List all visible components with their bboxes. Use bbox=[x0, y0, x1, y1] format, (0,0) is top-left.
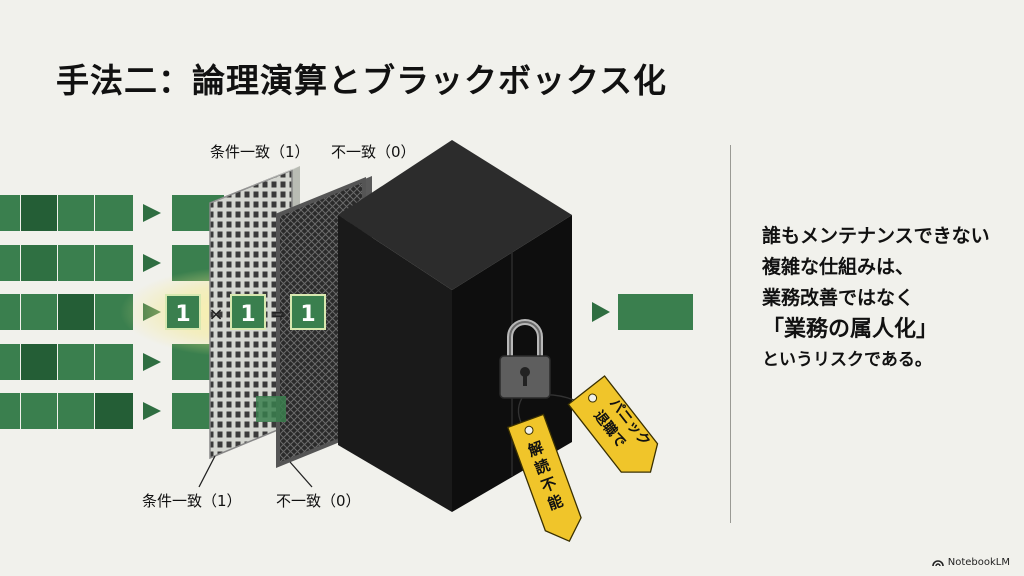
brand: NotebookLM bbox=[931, 557, 1010, 568]
tag-unreadable-char-2: 読 bbox=[532, 456, 552, 478]
side-text-line2: 複雑な仕組みは、 bbox=[762, 256, 915, 278]
divider bbox=[730, 145, 731, 523]
equation-operand-a-box bbox=[165, 294, 201, 330]
tag-unreadable-char-4: 能 bbox=[545, 492, 565, 514]
side-text-line3: 業務改善ではなく bbox=[762, 287, 915, 309]
notebooklm-logo-icon bbox=[931, 560, 944, 567]
side-text-line5: というリスクである。 bbox=[762, 350, 932, 370]
input-row-3 bbox=[0, 294, 133, 330]
equation-operand-b: 1 bbox=[240, 302, 255, 327]
equation-result-box bbox=[290, 294, 326, 330]
input-row-4 bbox=[0, 344, 133, 380]
equation: 1 × 1 = 1 bbox=[165, 294, 326, 330]
arrow-icon bbox=[143, 402, 161, 420]
tag-unreadable-char-3: 不 bbox=[539, 474, 559, 496]
side-text: 誰もメンテナンスできない 複雑な仕組みは、 業務改善ではなく 「業務の属人化」 … bbox=[762, 221, 990, 376]
label-mismatch-top: 不一致（0） bbox=[331, 143, 416, 161]
input-row-1 bbox=[0, 195, 133, 231]
tag-unreadable-char-1: 解 bbox=[526, 438, 546, 460]
tag-resign-panic: 退職で パニック bbox=[567, 375, 659, 473]
equation-multiply: × bbox=[208, 304, 223, 325]
label-mismatch-bottom: 不一致（0） bbox=[276, 492, 361, 510]
page-title: 手法二：論理演算とブラックボックス化 bbox=[56, 61, 668, 100]
arrow-icon bbox=[143, 254, 161, 272]
output-arrow-icon bbox=[592, 302, 610, 322]
output-block bbox=[618, 294, 693, 330]
side-text-line4: 「業務の属人化」 bbox=[762, 317, 939, 342]
input-row-2 bbox=[0, 245, 133, 281]
arrow-icon bbox=[143, 353, 161, 371]
padlock-icon bbox=[499, 319, 551, 399]
equation-operand-b-box bbox=[230, 294, 266, 330]
equation-operand-a: 1 bbox=[175, 302, 190, 327]
input-rows bbox=[0, 195, 133, 429]
brand-label: NotebookLM bbox=[947, 557, 1010, 568]
label-match-top: 条件一致（1） bbox=[210, 143, 310, 161]
tag-unreadable: 解 読 不 能 bbox=[506, 413, 582, 543]
input-row-5 bbox=[0, 393, 133, 429]
equation-result: 1 bbox=[300, 302, 315, 327]
side-text-line1: 誰もメンテナンスできない bbox=[762, 225, 990, 247]
equation-equals: = bbox=[270, 304, 285, 325]
arrow-icon bbox=[143, 204, 161, 222]
label-match-bottom: 条件一致（1） bbox=[142, 492, 242, 510]
